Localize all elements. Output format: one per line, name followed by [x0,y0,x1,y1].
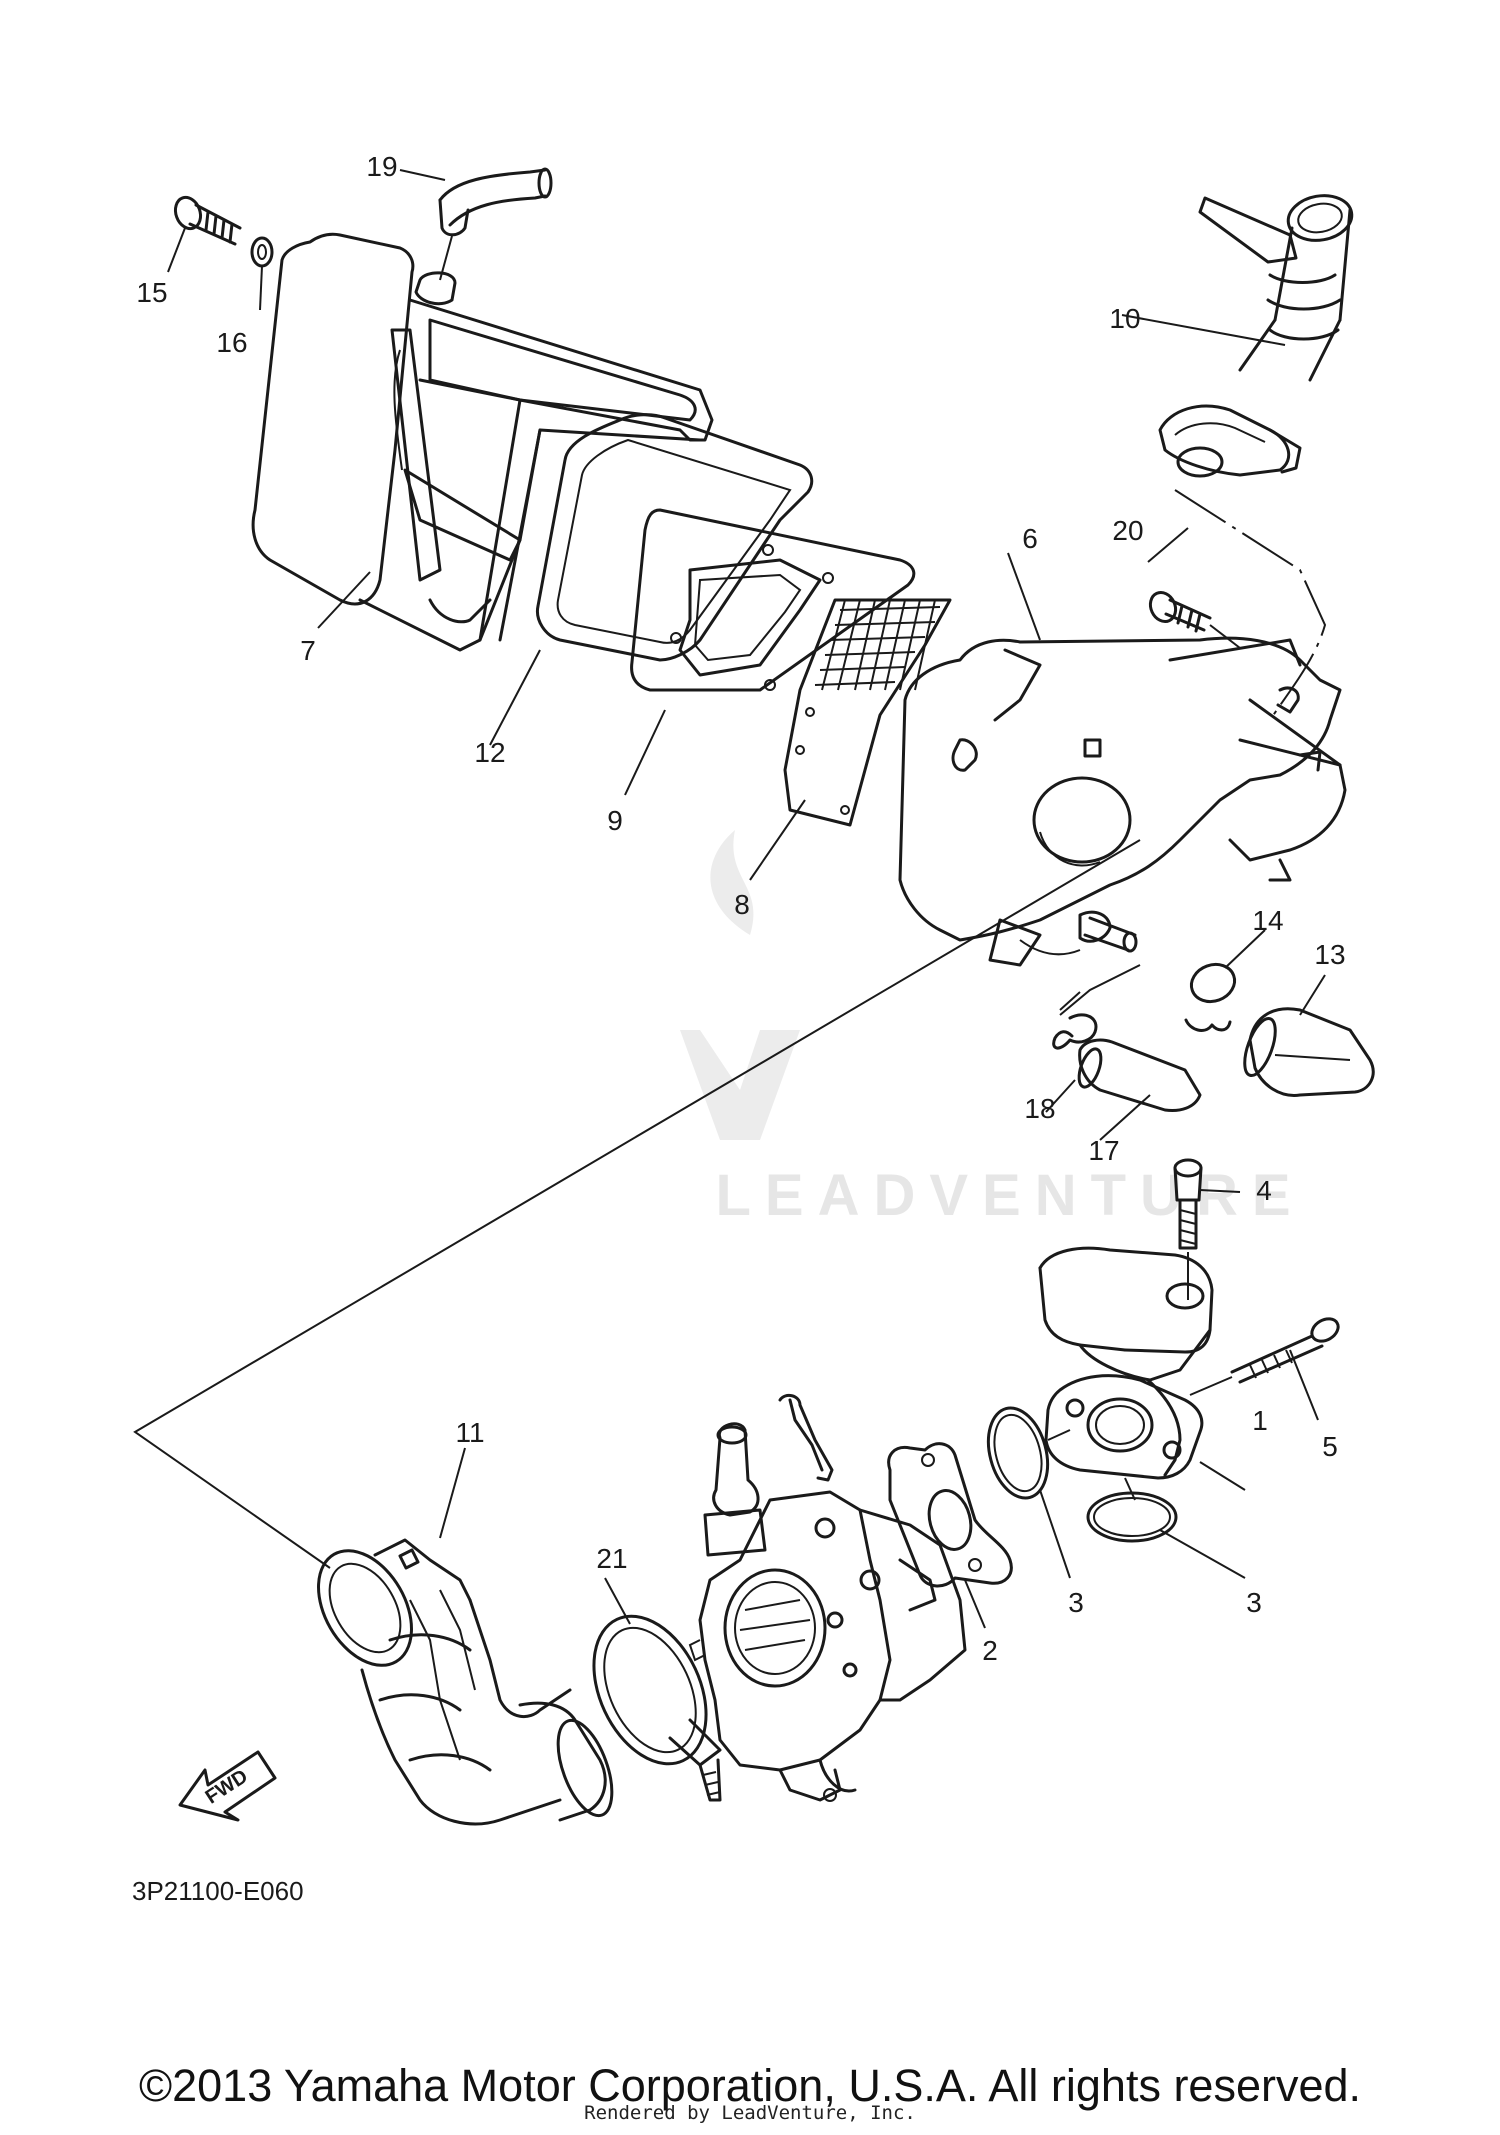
diagram-ref-code: 3P21100-E060 [132,1876,304,1906]
part-14-clamp [1184,962,1237,1032]
callout-20: 20 [1112,515,1143,546]
part-10-joint [1158,194,1354,721]
part-12-gasket [535,413,814,662]
leader-dash-manifold [1047,1429,1071,1441]
part-3-o-ring-a [986,1406,1050,1500]
callout-10: 10 [1109,303,1140,334]
part-1-intake-manifold [1038,1246,1214,1480]
part-13-hose [1243,1007,1375,1097]
leader-lines [167,169,1326,1629]
callout-9: 9 [607,805,623,836]
callout-19: 19 [366,151,397,182]
part-5-bolt [1189,1317,1340,1396]
callout-3a: 3 [1068,1587,1084,1618]
callout-14: 14 [1252,905,1283,936]
callout-8: 8 [734,889,750,920]
part-16-washer [250,236,274,268]
callout-13: 13 [1314,939,1345,970]
part-2-insulator [887,1442,1013,1588]
carburetor [688,1393,967,1802]
part-11-joint [317,1538,614,1826]
callout-12: 12 [474,737,505,768]
callout-21: 21 [596,1543,627,1574]
callout-2: 2 [982,1635,998,1666]
callout-17: 17 [1088,1135,1119,1166]
rendered-by-notice: Rendered by LeadVenture, Inc. [584,2102,916,2124]
part-15-bolt [173,195,242,246]
part-20-bolt [1148,590,1241,649]
callout-11: 11 [455,1417,484,1448]
callout-18: 18 [1024,1093,1055,1124]
part-3-o-ring-b [1086,1477,1178,1543]
part-19-breather-hose [414,167,553,306]
watermark-text: LEADVENTURE [715,1163,1304,1228]
part-18-clip [1052,964,1141,1050]
callout-1: 1 [1252,1405,1268,1436]
callout-15: 15 [136,277,167,308]
callout-4: 4 [1256,1175,1272,1206]
assembly-line [133,839,1141,1569]
part-17-drain-hose [1077,1038,1202,1112]
part-9-element-frame [630,508,916,692]
leadventure-watermark: LEADVENTURE [680,830,1304,1228]
callout-6: 6 [1022,523,1038,554]
part-21-hose-clamp [592,1614,722,1802]
callout-7: 7 [300,635,316,666]
part-8-filter-element [783,598,952,827]
callout-3b: 3 [1246,1587,1262,1618]
callout-16: 16 [216,327,247,358]
part-6-air-filter-case [898,636,1347,967]
part-7-case-cover [251,232,714,652]
callout-5: 5 [1322,1431,1338,1462]
copyright-notice: ©2013 Yamaha Motor Corporation, U.S.A. A… [138,2060,1362,2111]
fwd-arrow-icon: FWD [178,1750,277,1822]
